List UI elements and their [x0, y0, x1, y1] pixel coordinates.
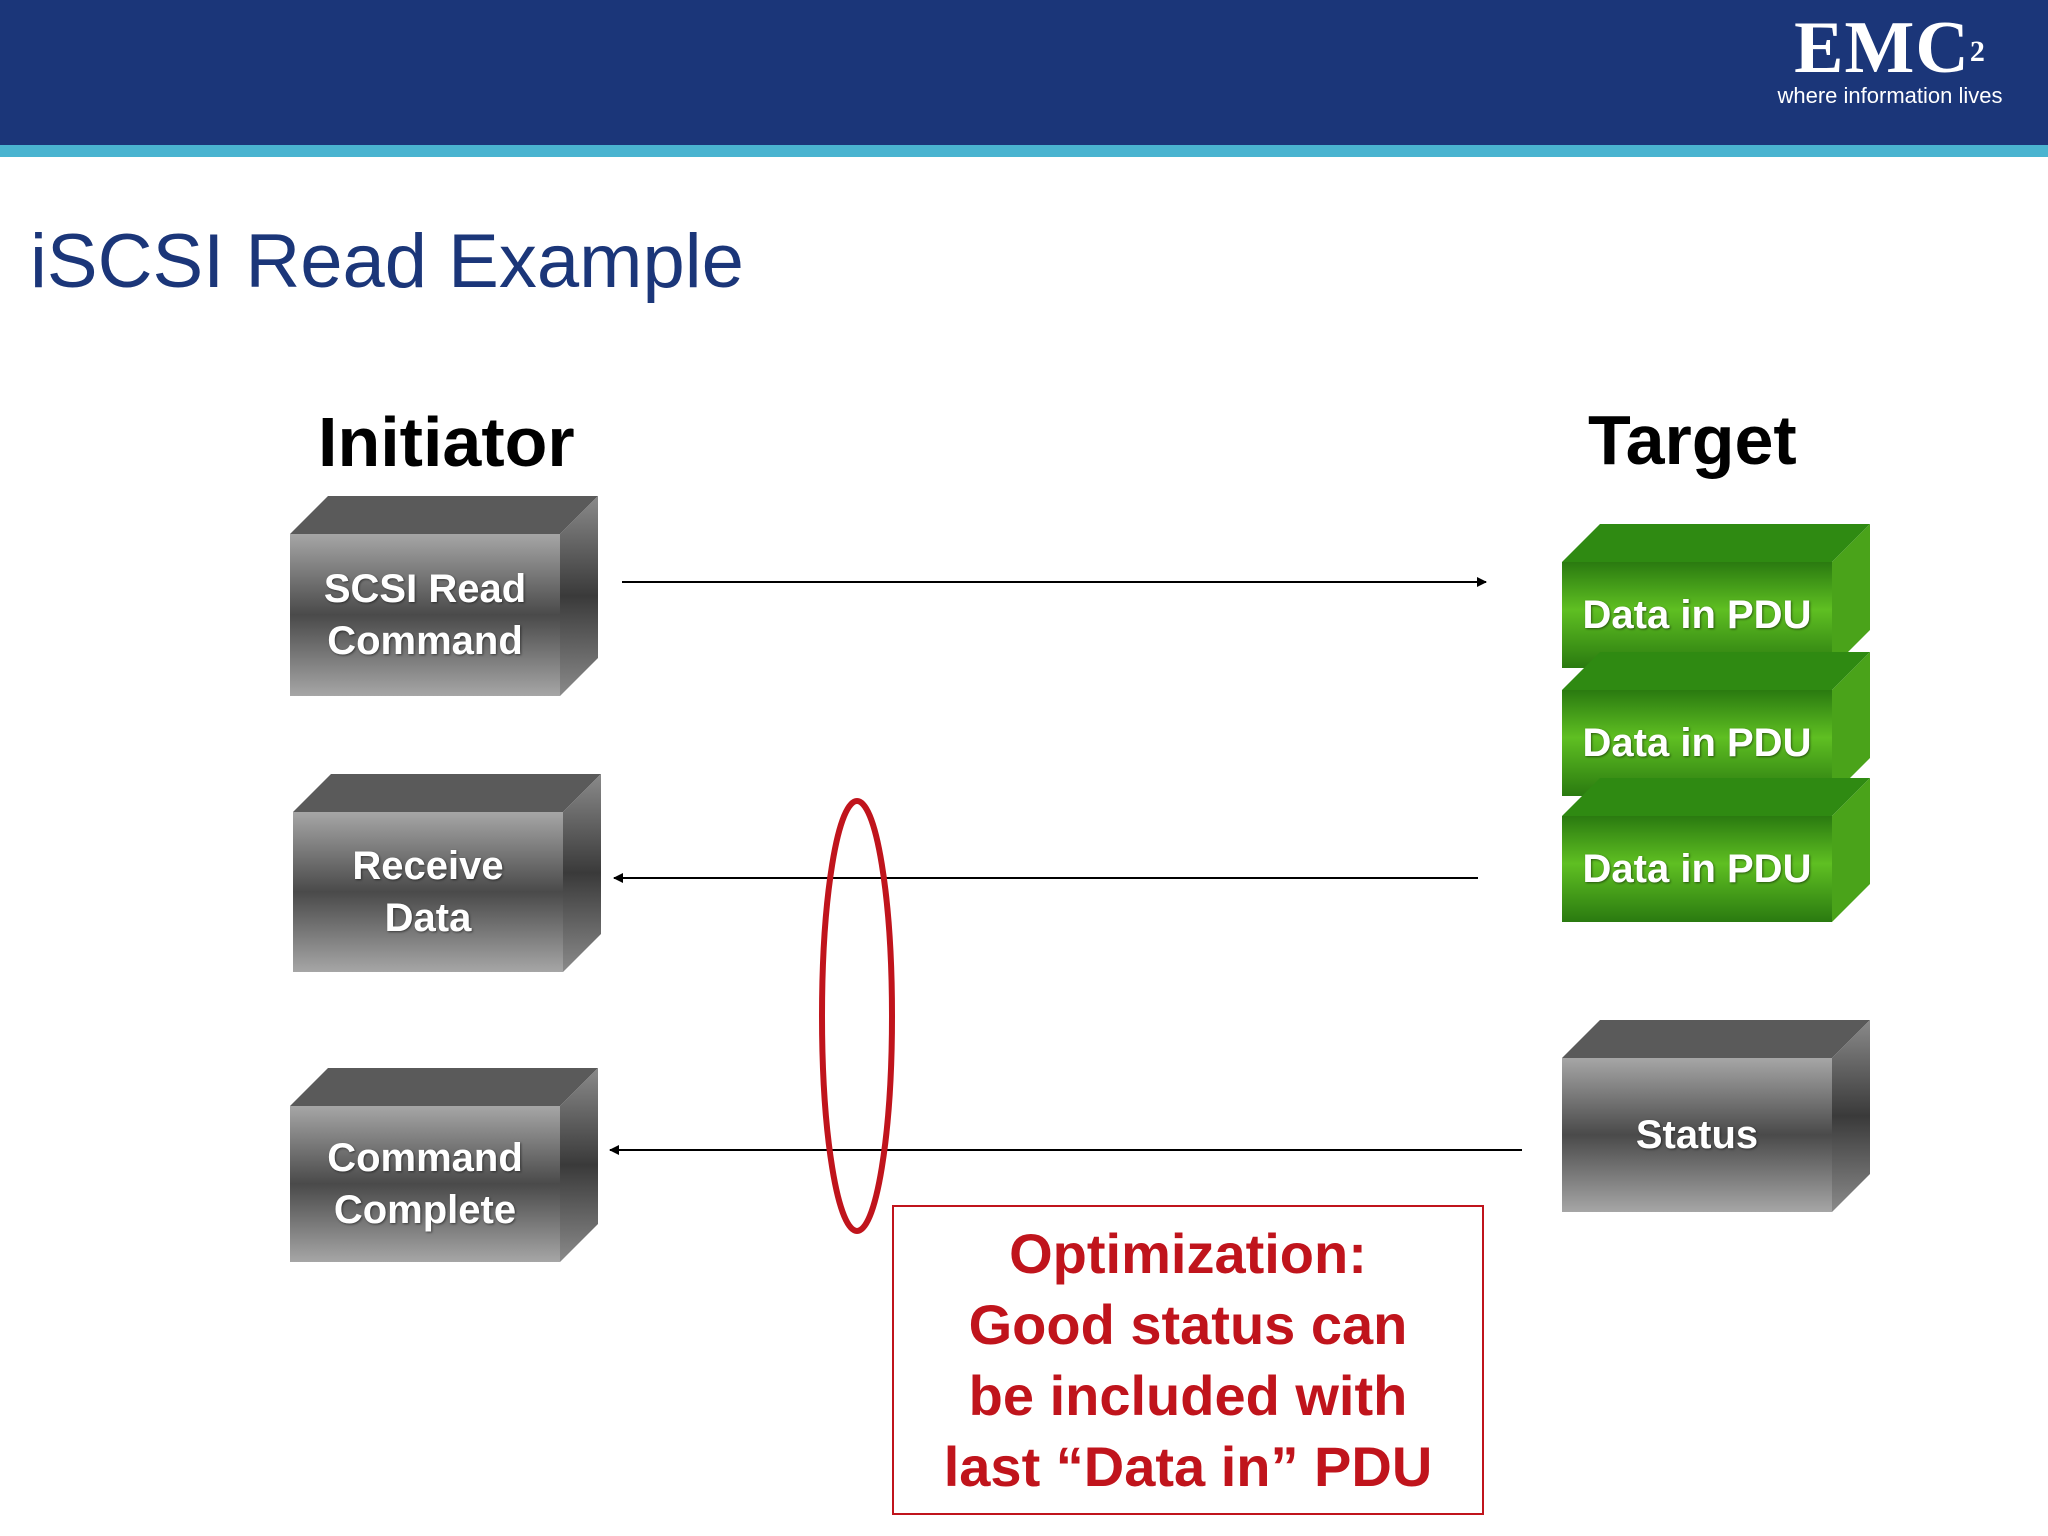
- emc-logo: EMC2 where information lives: [1750, 10, 2030, 110]
- initiator-box-2-side: [563, 774, 601, 972]
- initiator-box-1-label: SCSI Read Command: [323, 567, 527, 663]
- optimization-note-text: Optimization: Good status can be include…: [943, 1222, 1433, 1498]
- target-box-3-label: Data in PDU: [1582, 847, 1812, 891]
- target-box-4-label: Status: [1635, 1113, 1759, 1157]
- initiator-box-3-side: [560, 1068, 598, 1262]
- slide-title: iSCSI Read Example: [30, 219, 744, 304]
- target-box-2-side: [1832, 652, 1870, 796]
- target-box-1-top: [1562, 524, 1870, 562]
- target-box-3: [1562, 778, 1870, 922]
- initiator-box-2-label: Receive Data: [352, 844, 504, 940]
- initiator-box-3: [290, 1068, 598, 1262]
- initiator-box-1-front: [290, 534, 560, 696]
- logo-superscript: 2: [1969, 35, 1986, 68]
- initiator-box-3-front: [290, 1106, 560, 1262]
- target-box-2-label: Data in PDU: [1582, 721, 1812, 765]
- target-box-4: [1562, 1020, 1870, 1212]
- target-box-1-label: Data in PDU: [1582, 593, 1812, 637]
- optimization-note: Optimization: Good status can be include…: [892, 1205, 1484, 1515]
- initiator-box-1-top: [290, 496, 598, 534]
- target-box-1: [1562, 524, 1870, 668]
- header-bar: [0, 0, 2048, 145]
- initiator-box-2-top: [293, 774, 601, 812]
- logo-tagline: where information lives: [1777, 83, 2003, 108]
- initiator-box-2-front: [293, 812, 563, 972]
- target-box-4-side: [1832, 1020, 1870, 1212]
- initiator-box-3-top: [290, 1068, 598, 1106]
- initiator-box-3-label: Command Complete: [327, 1136, 523, 1232]
- initiator-heading: Initiator: [318, 403, 575, 481]
- highlight-ellipse: [819, 798, 895, 1234]
- target-box-2-top: [1562, 652, 1870, 690]
- logo-mark: EMC2: [1750, 10, 2030, 86]
- target-box-1-side: [1832, 524, 1870, 668]
- target-box-4-top: [1562, 1020, 1870, 1058]
- target-heading: Target: [1588, 401, 1797, 479]
- target-box-3-front: [1562, 816, 1832, 922]
- logo-text: EMC: [1794, 7, 1970, 89]
- target-box-4-front: [1562, 1058, 1832, 1212]
- header-stripe: [0, 145, 2048, 157]
- initiator-box-1-side: [560, 496, 598, 696]
- initiator-box-2: [293, 774, 601, 972]
- initiator-box-1: [290, 496, 598, 696]
- target-box-3-top: [1562, 778, 1870, 816]
- target-box-3-side: [1832, 778, 1870, 922]
- target-box-1-front: [1562, 562, 1832, 668]
